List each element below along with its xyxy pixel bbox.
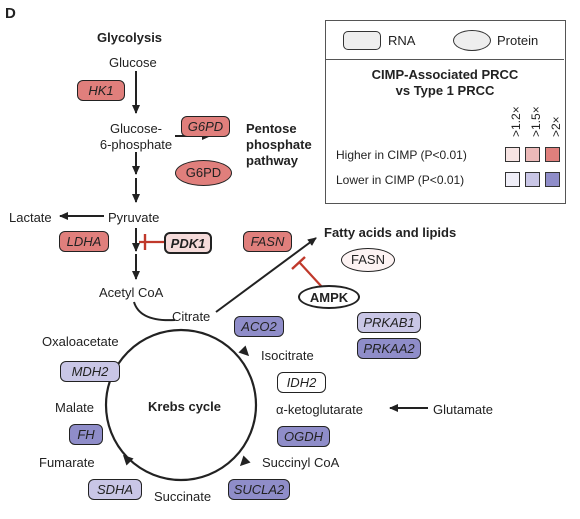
g6pd-protein-node: G6PD: [175, 160, 232, 186]
legend-threshold-3: >2×: [549, 116, 563, 137]
aco2-rna-node: ACO2: [234, 316, 284, 337]
ldha-rna-node: LDHA: [59, 231, 109, 252]
cycle-arrow-head: [122, 454, 134, 466]
legend-title-1: CIMP-Associated PRCC: [371, 67, 519, 82]
fasn-protein-node: FASN: [341, 248, 395, 272]
sucla2-rna-node: SUCLA2: [228, 479, 290, 500]
glucose-label: Glucose: [109, 55, 157, 70]
cycle-arrow-head: [239, 455, 251, 467]
prkab1-rna-node: PRKAB1: [357, 312, 421, 333]
arrow-citrate-fatty-acids: [215, 237, 317, 313]
fasn-rna-node: FASN: [243, 231, 292, 252]
legend-rna-label: RNA: [388, 33, 416, 48]
acetyl-coa-label: Acetyl CoA: [99, 285, 164, 300]
legend-higher-label: Higher in CIMP (P<0.01): [336, 148, 467, 162]
legend-protein-label: Protein: [497, 33, 539, 48]
pentose-label-1: Pentose: [246, 121, 297, 136]
oxaloacetate-label: Oxaloacetate: [42, 334, 119, 349]
legend-threshold-1: >1.2×: [509, 106, 523, 137]
fh-rna-node: FH: [69, 424, 103, 445]
succinyl-coa-label: Succinyl CoA: [262, 455, 340, 470]
legend-protein-swatch: [453, 30, 491, 51]
g6pd-rna-node: G6PD: [181, 116, 230, 137]
ampk-protein-node: AMPK: [298, 285, 360, 309]
lactate-label: Lactate: [9, 210, 52, 225]
succinate-label: Succinate: [154, 489, 212, 504]
malate-label: Malate: [55, 400, 95, 415]
pentose-label-3: pathway: [246, 153, 299, 168]
hk1-rna-node: HK1: [77, 80, 125, 101]
legend-higher-swatch-3: [545, 147, 560, 162]
akg-label: α-ketoglutarate: [276, 402, 364, 417]
legend: RNA Protein CIMP-Associated PRCC vs Type…: [325, 20, 566, 204]
cycle-arrow-head: [238, 345, 250, 357]
fatty-acids-label: Fatty acids and lipids: [324, 225, 457, 240]
pdk1-rna-node: PDK1: [164, 232, 212, 254]
legend-title-2: vs Type 1 PRCC: [395, 83, 495, 98]
krebs-cycle-ring: [104, 328, 258, 482]
legend-divider: [326, 59, 564, 60]
legend-lower-swatch-3: [545, 172, 560, 187]
legend-lower-label: Lower in CIMP (P<0.01): [336, 173, 465, 187]
g6p-label-2: 6-phosphate: [99, 137, 173, 152]
ogdh-rna-node: OGDH: [277, 426, 330, 447]
legend-higher-swatch-1: [505, 147, 520, 162]
inhibit-ampk-line: [299, 262, 323, 288]
pentose-label-2: phosphate: [246, 137, 312, 152]
g6p-label-1: Glucose-: [109, 121, 163, 136]
glutamate-label: Glutamate: [433, 402, 493, 417]
fumarate-label: Fumarate: [39, 455, 95, 470]
legend-lower-swatch-2: [525, 172, 540, 187]
legend-lower-swatch-1: [505, 172, 520, 187]
inhibit-ampk-bar: [291, 256, 306, 270]
pyruvate-label: Pyruvate: [108, 210, 160, 225]
legend-threshold-2: >1.5×: [529, 106, 543, 137]
mdh2-rna-node: MDH2: [60, 361, 120, 382]
isocitrate-label: Isocitrate: [261, 348, 314, 363]
sdha-rna-node: SDHA: [88, 479, 142, 500]
idh2-rna-node: IDH2: [277, 372, 326, 393]
legend-rna-swatch: [343, 31, 381, 50]
prkaa2-rna-node: PRKAA2: [357, 338, 421, 359]
arrow-acetyl-citrate: [133, 301, 176, 322]
legend-higher-swatch-2: [525, 147, 540, 162]
panel-label: D: [5, 5, 16, 22]
citrate-label: Citrate: [172, 309, 211, 324]
glycolysis-label: Glycolysis: [97, 30, 163, 45]
krebs-cycle-label: Krebs cycle: [148, 399, 221, 414]
